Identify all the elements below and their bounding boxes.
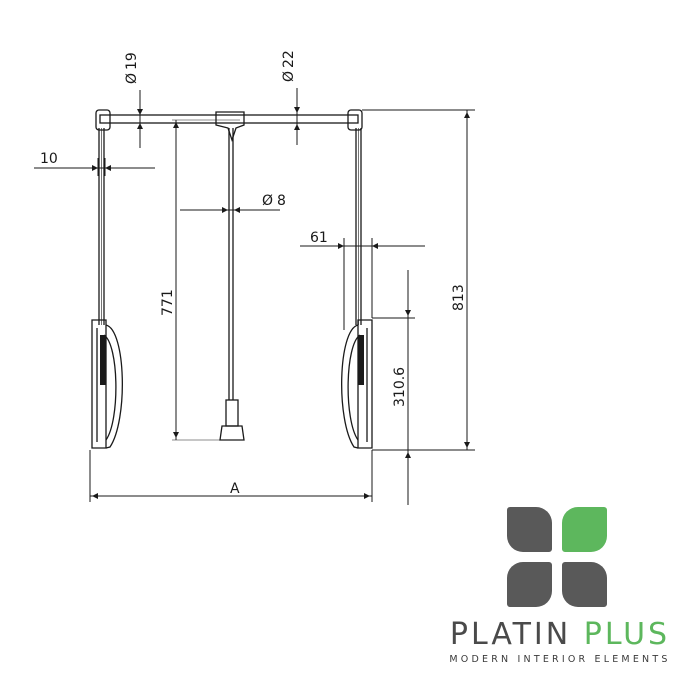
top-rail xyxy=(99,114,359,124)
left-end-cap xyxy=(95,109,111,131)
wardrobe-lift-outline xyxy=(91,109,373,449)
dim-h813-label: 813 xyxy=(451,284,467,311)
brand-name-part2: PLUS xyxy=(583,617,671,652)
logo-tile-bottom-right xyxy=(562,562,607,607)
handle-base xyxy=(219,425,245,441)
dim-d19-symbol: Ø xyxy=(124,73,140,84)
logo-tile-bottom-left xyxy=(507,562,552,607)
logo-tile-top-left xyxy=(507,507,552,552)
dimension-lines xyxy=(34,88,475,505)
right-bracket-cover xyxy=(341,324,359,449)
right-end-cap xyxy=(347,109,363,131)
dim-d8-label: 8 xyxy=(277,193,286,209)
dim-width-a-label: A xyxy=(230,481,240,497)
left-bracket-cover xyxy=(105,324,123,449)
center-hub xyxy=(215,111,245,143)
dim-d22-symbol: Ø xyxy=(281,71,297,82)
brand-name: PLATIN PLUS xyxy=(440,617,680,653)
dim-w10-label: 10 xyxy=(40,151,58,167)
brand-block: PLATIN PLUS MODERN INTERIOR ELEMENTS xyxy=(440,617,680,665)
dimension-labels: Ø 19 Ø 22 10 Ø 8 61 771 813 310.6 A xyxy=(40,50,467,497)
dim-d19-label: 19 xyxy=(124,52,140,70)
dim-d22-label: 22 xyxy=(281,50,297,68)
handle-grip xyxy=(225,399,239,427)
brand-name-part1: PLATIN xyxy=(449,617,572,652)
dim-w61-label: 61 xyxy=(310,230,328,246)
logo-tile-top-right xyxy=(562,507,607,552)
brand-tagline: MODERN INTERIOR ELEMENTS xyxy=(449,654,671,665)
dim-d8-symbol: Ø xyxy=(262,193,273,209)
dim-h310-label: 310.6 xyxy=(392,367,408,407)
dim-h771-label: 771 xyxy=(160,289,176,316)
